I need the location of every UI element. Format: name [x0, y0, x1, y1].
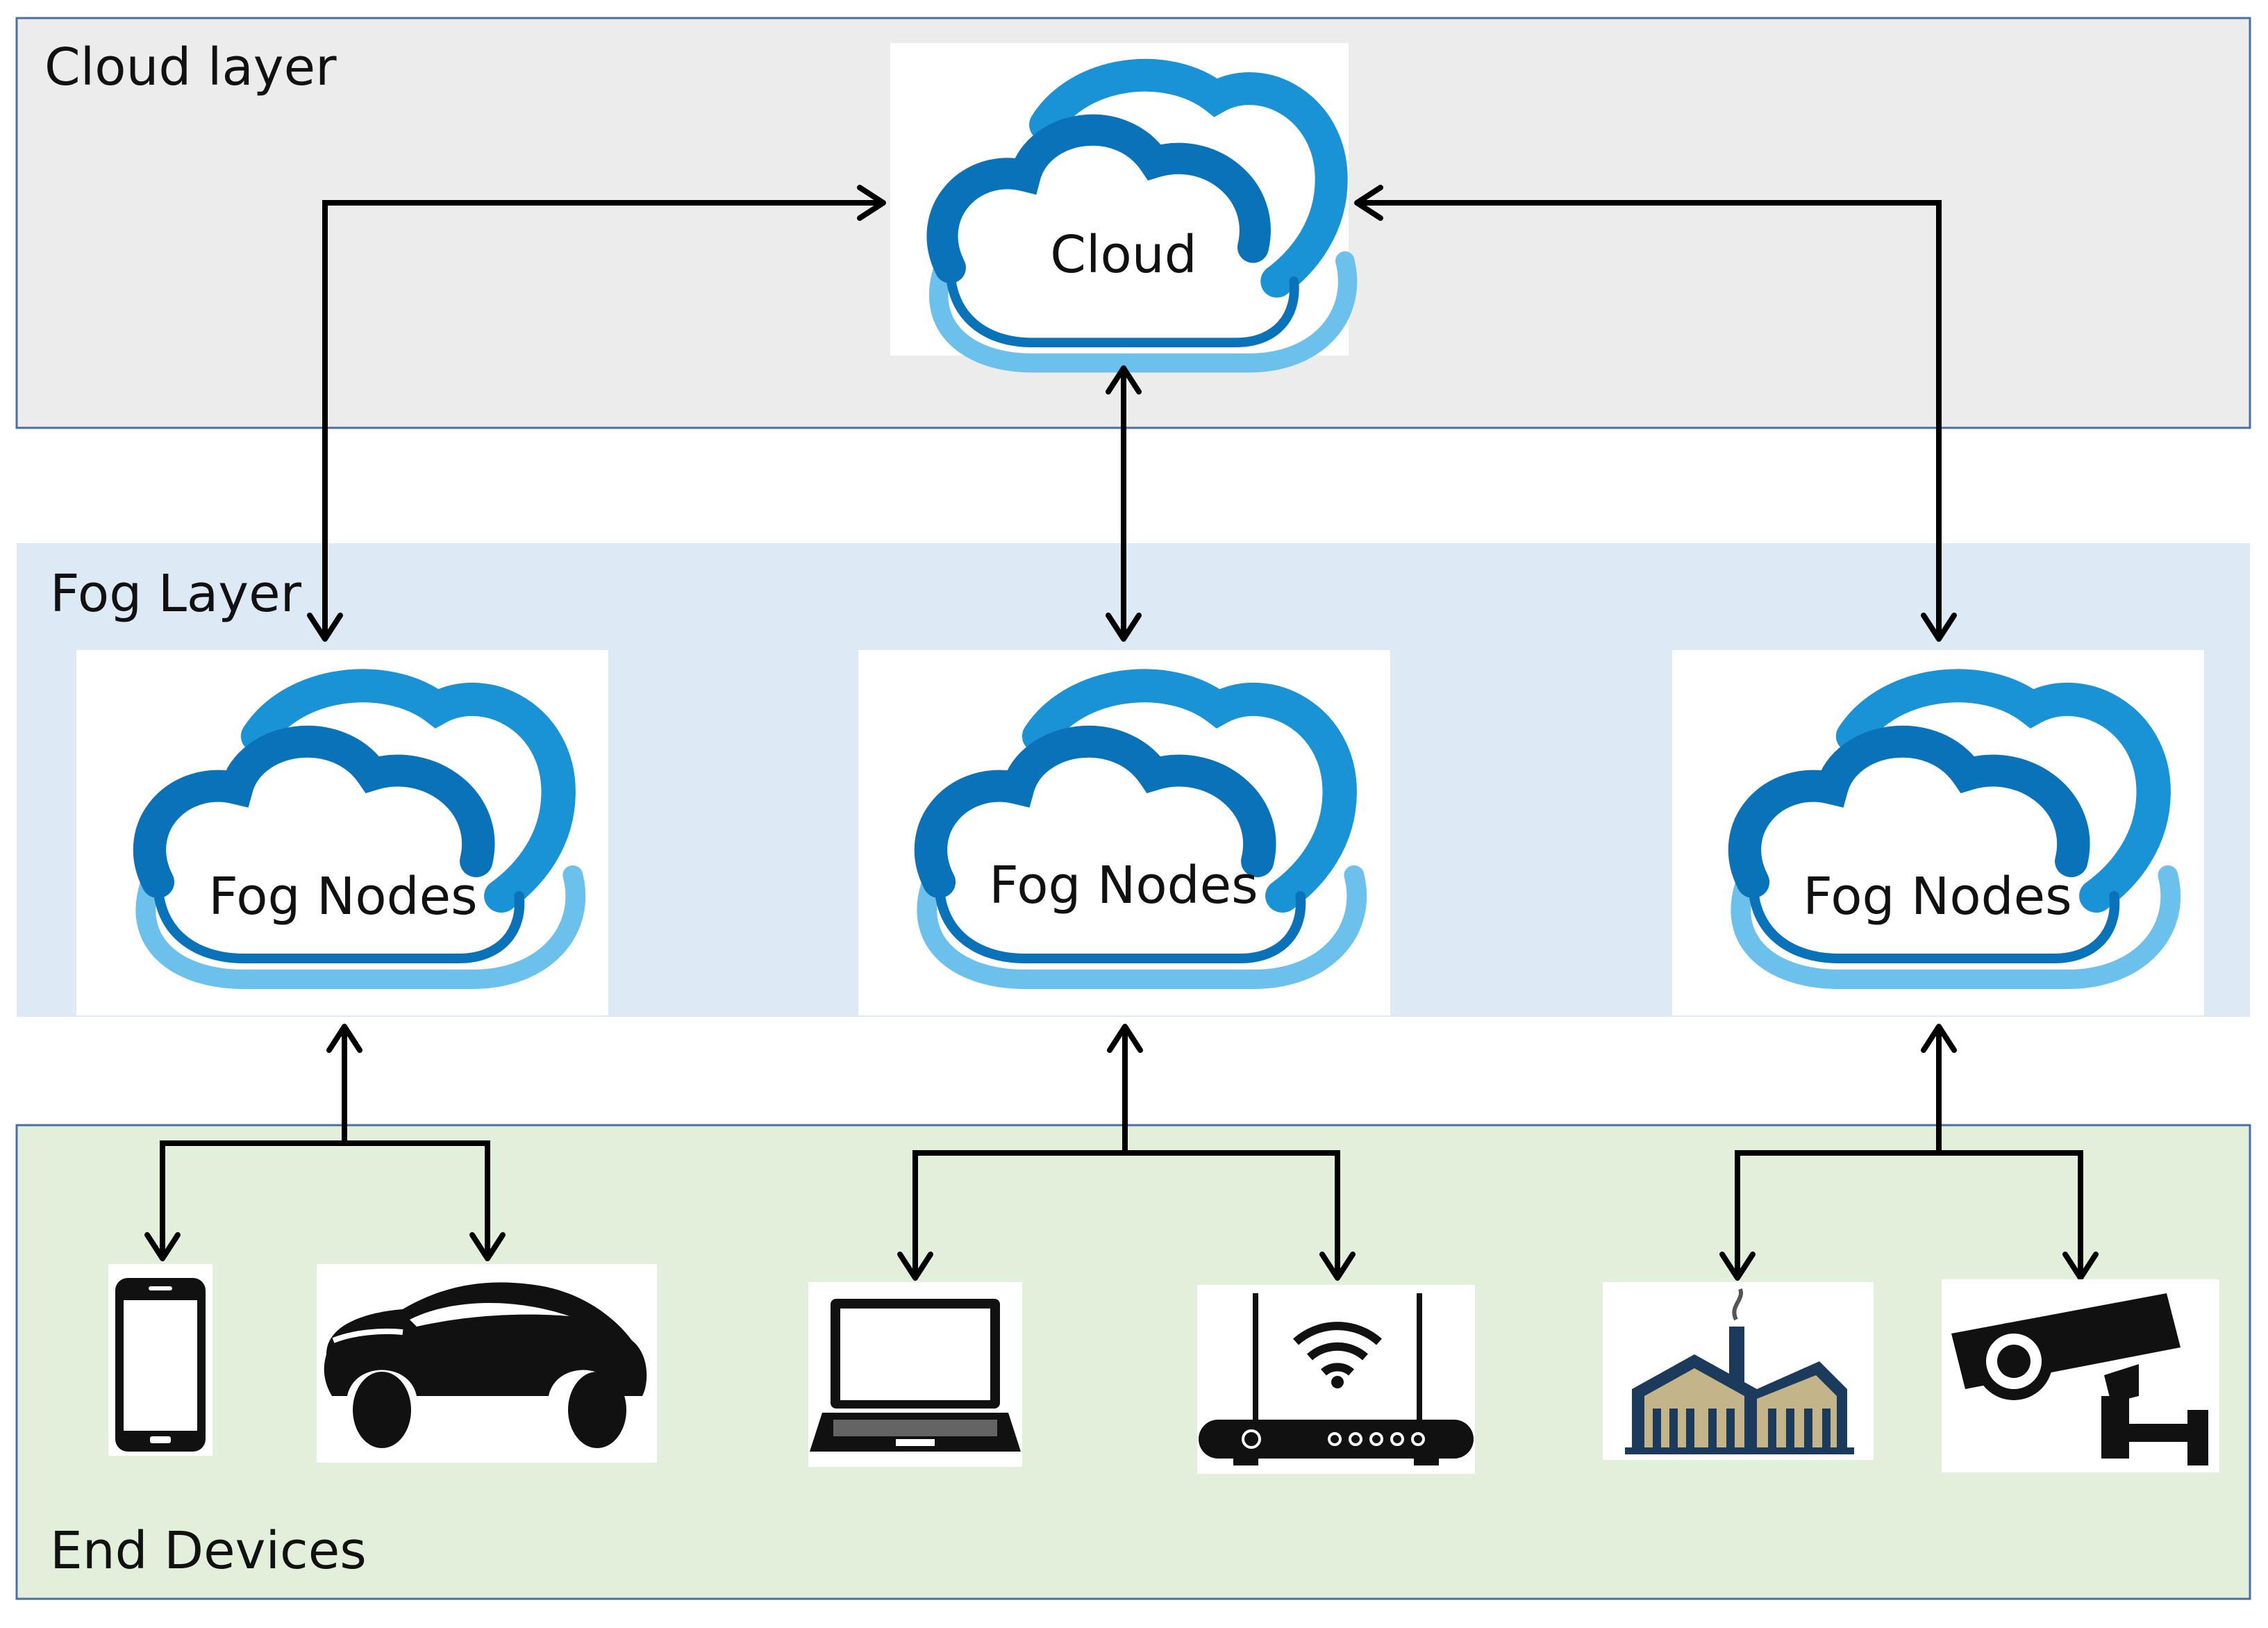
device-smartphone: [108, 1264, 212, 1456]
fog-node-label: Fog Nodes: [1803, 867, 2071, 927]
device-laptop: [808, 1282, 1022, 1467]
security-camera-icon: [1951, 1293, 2208, 1465]
smartphone-icon: [115, 1278, 206, 1452]
cloud-node-label: Cloud: [1050, 225, 1196, 285]
end-devices-label: End Devices: [50, 1521, 367, 1581]
car-icon: [324, 1282, 647, 1448]
laptop-icon: [810, 1299, 1021, 1452]
cloud-node: Cloud: [890, 43, 1349, 363]
fog-node-3: Fog Nodes: [1672, 650, 2204, 1015]
fog-node-label: Fog Nodes: [989, 856, 1258, 915]
fog-layer-label: Fog Layer: [50, 564, 302, 624]
cloud-fog-connectors: [307, 185, 1957, 642]
cloud-layer-label: Cloud layer: [44, 38, 337, 97]
wifi-router-icon: [1199, 1293, 1474, 1465]
device-wifi-router: [1197, 1285, 1475, 1474]
device-car: [317, 1264, 657, 1463]
fog-node-2: Fog Nodes: [858, 650, 1390, 1015]
device-factory: [1603, 1282, 1874, 1460]
device-security-camera: [1942, 1279, 2219, 1472]
factory-icon: [1625, 1288, 1854, 1454]
fog-node-1: Fog Nodes: [76, 650, 608, 1015]
fog-node-label: Fog Nodes: [208, 867, 477, 927]
fog-device-connectors: [144, 1024, 2099, 1281]
